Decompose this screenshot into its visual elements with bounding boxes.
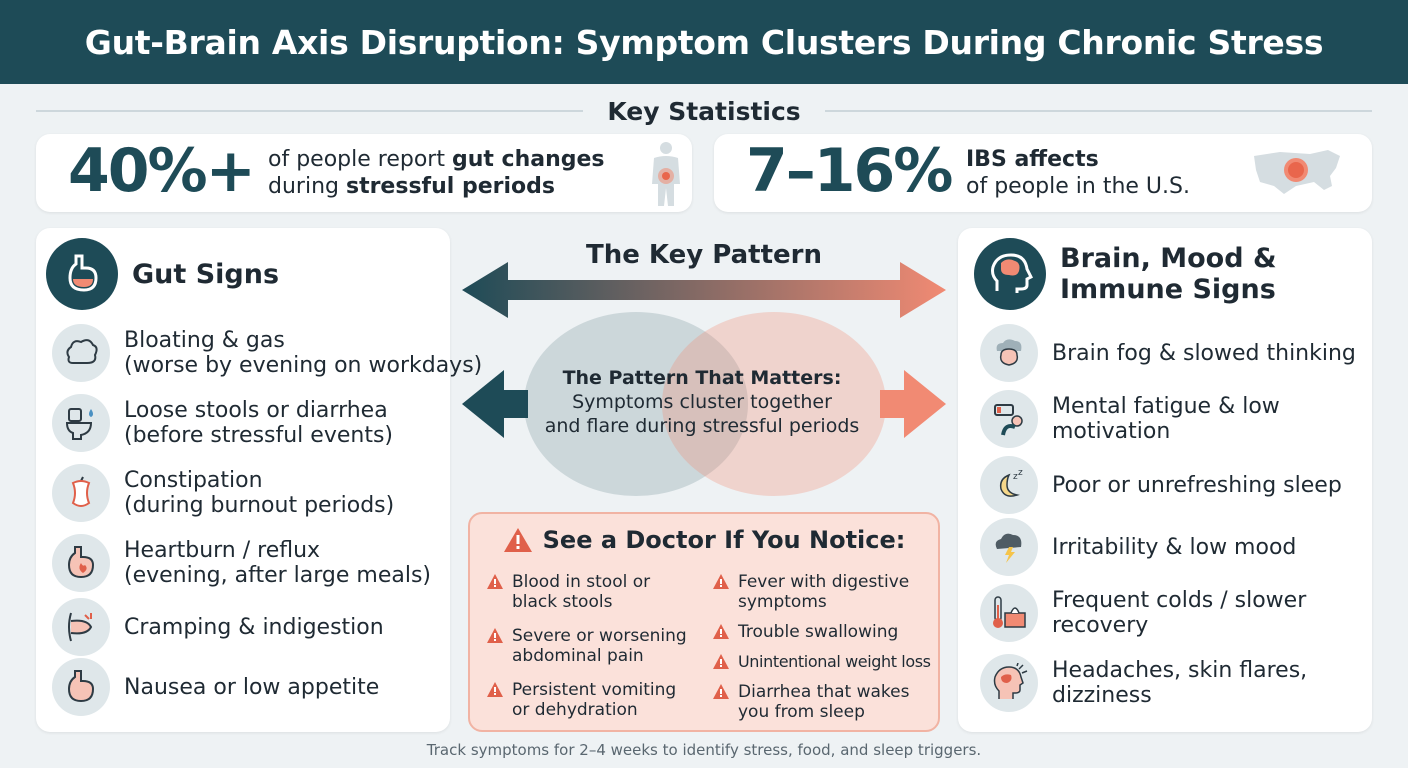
gut-item-heartburn: Heartburn / reflux (evening, after large… — [52, 534, 431, 592]
gut-item-label: Loose stools or diarrhea — [124, 398, 388, 423]
doctor-item: Trouble swallowing — [712, 622, 898, 642]
gut-item-cramping: Cramping & indigestion — [52, 598, 384, 656]
warning-icon — [713, 574, 729, 589]
gut-item-detail: (before stressful events) — [124, 423, 393, 448]
brain-item-label: Poor or unrefreshing sleep — [1052, 472, 1342, 498]
gut-signs-title: Gut Signs — [132, 258, 280, 290]
gut-item-bloating: Bloating & gas (worse by evening on work… — [52, 324, 482, 382]
doctor-item: Unintentional weight loss — [712, 652, 931, 672]
header-banner: Gut-Brain Axis Disruption: Symptom Clust… — [0, 0, 1408, 84]
head-ache-icon — [980, 654, 1038, 712]
gut-item-label: Bloating & gas — [124, 328, 285, 353]
gut-item-loose-stools: Loose stools or diarrhea (before stressf… — [52, 394, 393, 452]
gut-signs-header: Gut Signs — [46, 238, 279, 310]
venn-title: The Pattern That Matters: — [562, 367, 842, 389]
brain-item-label: Frequent colds / slower — [1052, 588, 1307, 613]
brain-item-label: Mental fatigue & low — [1052, 394, 1280, 419]
gut-item-label: Constipation — [124, 468, 263, 493]
warning-icon — [487, 574, 503, 589]
see-doctor-title: See a Doctor If You Notice: — [542, 526, 906, 554]
stat-value-gut: 40%+ — [68, 136, 256, 206]
venn-diagram — [524, 312, 886, 496]
brain-item-label: Brain fog & slowed thinking — [1052, 340, 1356, 366]
stat-value-ibs: 7–16% — [746, 136, 953, 206]
svg-text:z: z — [1018, 468, 1023, 478]
brain-item-fatigue: Mental fatigue & low motivation — [980, 390, 1280, 448]
us-map-icon — [1254, 150, 1340, 194]
gut-item-detail: (worse by evening on workdays) — [124, 353, 483, 378]
divider-left — [36, 110, 584, 112]
apple-core-icon — [52, 464, 110, 522]
brain-signs-title: Brain, Mood & Immune Signs — [1060, 243, 1277, 305]
stat-desc-ibs: IBS affects of people in the U.S. — [966, 147, 1190, 199]
stomach-fire-icon — [52, 534, 110, 592]
brain-item-fog: Brain fog & slowed thinking — [980, 324, 1356, 382]
gut-item-label: Nausea or low appetite — [124, 674, 380, 700]
stat-card-gut-changes: 40%+ of people report gut changes during… — [36, 134, 692, 212]
venn-line-1: Symptoms cluster together — [572, 391, 832, 413]
brain-item-colds: Frequent colds / slower recovery — [980, 584, 1306, 642]
storm-cloud-icon — [980, 518, 1038, 576]
brain-item-headaches: Headaches, skin flares, dizziness — [980, 654, 1307, 712]
svg-text:z: z — [1013, 472, 1018, 482]
gas-cloud-icon — [52, 324, 110, 382]
brain-item-label: Irritability & low mood — [1052, 534, 1297, 560]
low-battery-icon — [980, 390, 1038, 448]
divider-right — [824, 110, 1372, 112]
toilet-icon — [52, 394, 110, 452]
gut-item-detail: (evening, after large meals) — [124, 563, 432, 588]
warning-icon — [713, 684, 729, 699]
footer-note: Track symptoms for 2–4 weeks to identify… — [426, 741, 982, 759]
stomach-header-icon — [46, 238, 118, 310]
brain-head-icon — [974, 238, 1046, 310]
warning-icon — [487, 682, 503, 697]
stat-card-ibs: 7–16% IBS affects of people in the U.S. — [714, 134, 1372, 212]
see-doctor-box: See a Doctor If You Notice: Blood in sto… — [468, 512, 940, 732]
human-body-icon — [652, 142, 680, 206]
venn-caption: The Pattern That Matters: Symptoms clust… — [520, 366, 884, 438]
brain-cloud-icon — [980, 324, 1038, 382]
page-title: Gut-Brain Axis Disruption: Symptom Clust… — [84, 22, 1324, 62]
bidirectional-arrows — [462, 262, 946, 438]
brain-item-label: Headaches, skin flares, — [1052, 658, 1308, 683]
brain-item-irritability: Irritability & low mood — [980, 518, 1296, 576]
gut-item-label: Cramping & indigestion — [124, 614, 384, 640]
venn-line-2: and flare during stressful periods — [544, 415, 860, 437]
key-pattern-title: The Key Pattern — [586, 240, 822, 270]
thermometer-tissue-icon — [980, 584, 1038, 642]
brain-item-label: dizziness — [1052, 683, 1152, 708]
warning-icon — [713, 624, 729, 639]
stomach-icon — [52, 658, 110, 716]
warning-icon — [503, 528, 532, 552]
gut-item-nausea: Nausea or low appetite — [52, 658, 379, 716]
brain-signs-header: Brain, Mood & Immune Signs — [974, 238, 1277, 310]
warning-icon — [713, 654, 729, 669]
key-statistics-heading-row: Key Statistics — [36, 94, 1372, 128]
gut-item-detail: (during burnout periods) — [124, 493, 395, 518]
warning-icon — [487, 628, 503, 643]
brain-item-label: motivation — [1052, 419, 1171, 444]
brain-item-label: recovery — [1052, 613, 1149, 638]
belly-cramp-icon — [52, 598, 110, 656]
stat-desc-gut: of people report gut changes during stre… — [268, 147, 605, 199]
gut-item-label: Heartburn / reflux — [124, 538, 321, 563]
key-statistics-heading: Key Statistics — [607, 96, 801, 126]
gut-item-constipation: Constipation (during burnout periods) — [52, 464, 394, 522]
